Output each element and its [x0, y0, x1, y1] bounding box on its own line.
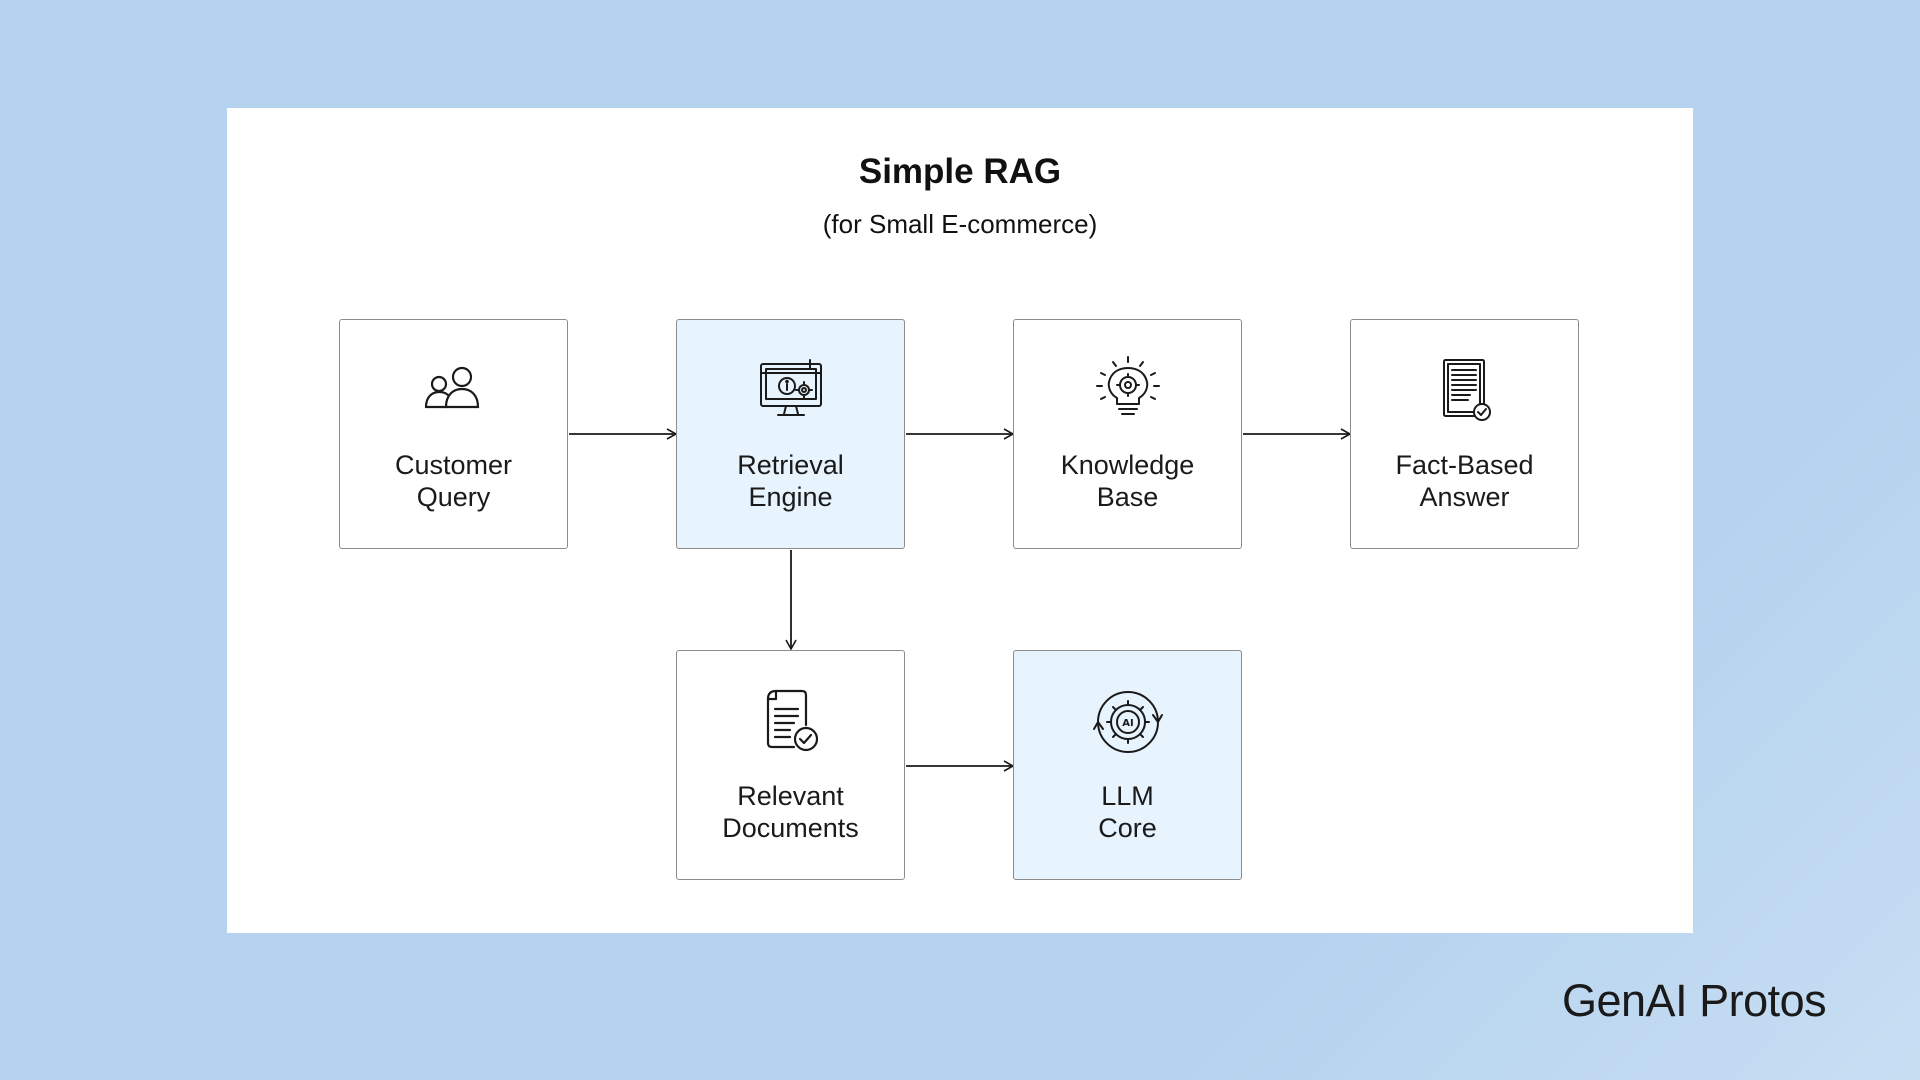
svg-text:AI: AI [1122, 718, 1133, 729]
node-label-line1: LLM [1101, 781, 1154, 811]
node-relevant-documents: Relevant Documents [676, 650, 905, 880]
node-label-line2: Engine [748, 482, 833, 512]
node-label-line2: Answer [1419, 482, 1510, 512]
node-llm-core: AI LLM Core [1013, 650, 1242, 880]
flow-arrows [569, 428, 1352, 772]
monitor-info-gear-icon [754, 354, 828, 428]
node-label-line1: Relevant [737, 781, 844, 811]
node-label: Fact-Based Answer [1351, 449, 1578, 513]
node-fact-based-answer: Fact-Based Answer [1350, 319, 1579, 549]
node-retrieval-engine: Retrieval Engine [676, 319, 905, 549]
node-label-line1: Fact-Based [1395, 450, 1534, 480]
node-label: Retrieval Engine [677, 449, 904, 513]
node-label-line2: Query [416, 482, 491, 512]
lightbulb-gear-icon [1091, 354, 1165, 428]
diagram-subtitle: (for Small E-commerce) [822, 209, 1098, 239]
node-customer-query: Customer Query [339, 319, 568, 549]
ai-gear-icon: AI [1091, 685, 1165, 759]
users-icon [417, 354, 491, 428]
node-label-line2: Documents [722, 813, 859, 843]
node-label-line2: Base [1096, 482, 1159, 512]
file-check-icon [754, 685, 828, 759]
node-knowledge-base: Knowledge Base [1013, 319, 1242, 549]
node-label: LLM Core [1014, 780, 1241, 844]
node-label: Knowledge Base [1014, 449, 1241, 513]
node-label-line1: Retrieval [737, 450, 844, 480]
node-label-line1: Customer [394, 450, 513, 480]
node-label: Customer Query [340, 449, 567, 513]
brand-logo: GenAI Protos [1562, 975, 1827, 1026]
node-label-line1: Knowledge [1060, 450, 1195, 480]
node-label: Relevant Documents [677, 780, 904, 844]
node-label-line2: Core [1098, 813, 1157, 843]
diagram-title: Simple RAG [858, 152, 1062, 191]
diagram-card: Simple RAG (for Small E-commerce) Custom… [227, 108, 1693, 933]
document-check-icon [1428, 354, 1502, 428]
